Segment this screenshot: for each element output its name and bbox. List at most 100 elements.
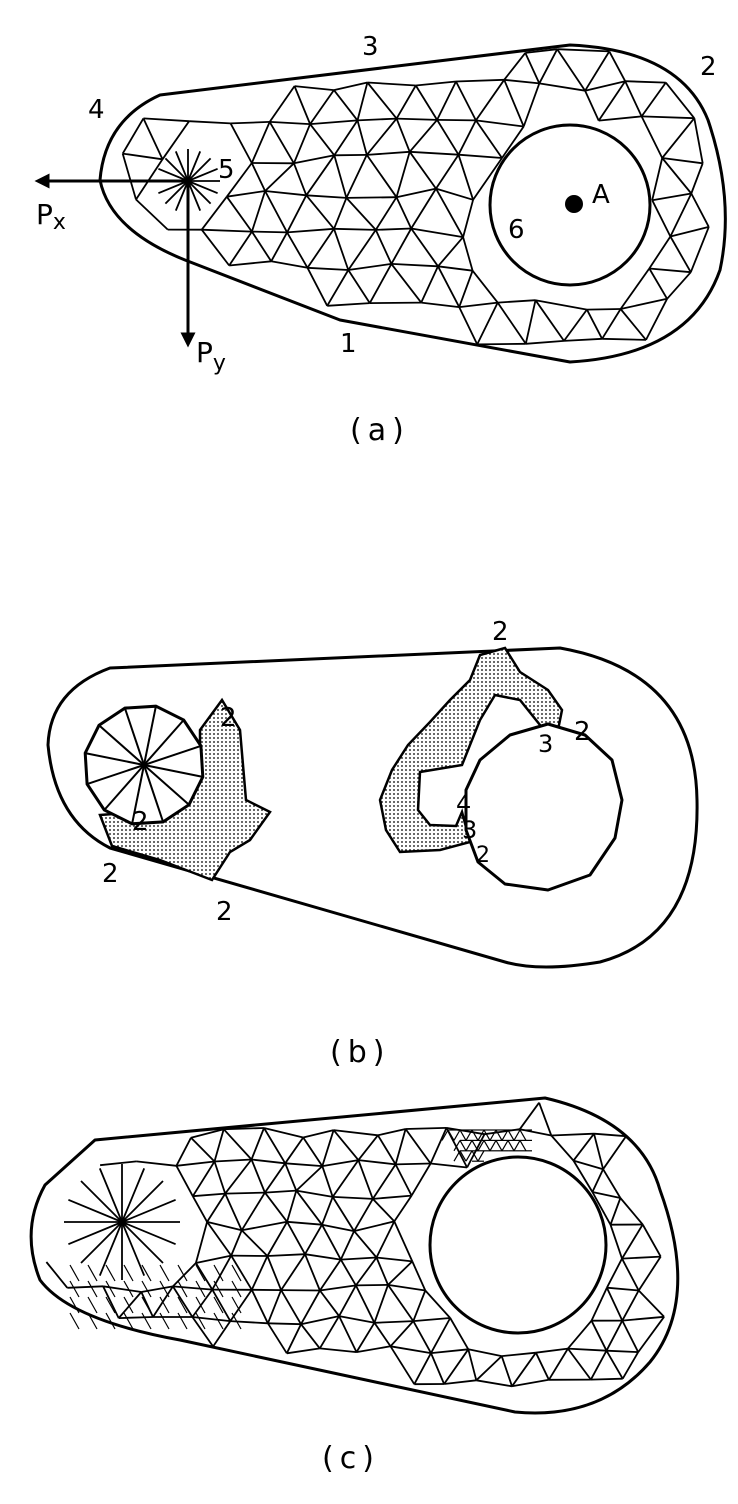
mesh-edge <box>195 1254 232 1264</box>
mesh-edge <box>319 1315 340 1349</box>
mesh-edge <box>608 50 626 82</box>
mesh-edge <box>226 162 253 198</box>
mesh-edge <box>390 263 422 304</box>
mesh-edge <box>293 123 311 164</box>
mesh-edge-fine <box>459 1150 467 1162</box>
mesh-edge-fine <box>105 1264 116 1282</box>
mesh-edge <box>331 1159 360 1198</box>
mesh-edge <box>345 154 368 199</box>
mesh-edge <box>172 1262 197 1288</box>
mesh-edge <box>394 1163 413 1197</box>
mesh-edge <box>496 302 527 345</box>
hub-spoke <box>143 706 157 766</box>
mesh-edge <box>175 1165 194 1197</box>
mesh-edge-fine <box>159 1296 170 1314</box>
mesh-edge <box>333 227 376 231</box>
mesh-edge <box>430 1317 451 1354</box>
mesh-edge <box>524 300 537 344</box>
mesh-edge <box>293 154 335 165</box>
hub-spoke <box>174 151 189 182</box>
hub-spoke <box>187 151 202 182</box>
mesh-edge <box>393 1195 413 1222</box>
mesh-edge <box>190 1128 224 1139</box>
mesh-edge <box>619 267 651 310</box>
hub-spoke <box>80 1180 123 1223</box>
mesh-edge <box>294 85 334 91</box>
mesh-edge <box>601 308 622 340</box>
mesh-edge <box>606 1287 624 1321</box>
mesh-edge <box>226 190 266 198</box>
mesh-edge <box>45 1261 68 1289</box>
mesh-edge-fine <box>87 1296 98 1314</box>
mesh-edge <box>355 1285 376 1324</box>
mesh-edge <box>296 1189 333 1198</box>
mesh-edge <box>519 1102 540 1130</box>
mesh-edge <box>602 1135 627 1170</box>
mesh-edge <box>475 119 503 159</box>
label-b-8: 4 <box>456 790 471 818</box>
mesh-edge <box>598 115 642 122</box>
mesh-edge <box>443 1348 470 1385</box>
mesh-edge <box>641 1224 662 1258</box>
mesh-edge <box>286 1347 320 1355</box>
mesh-edge <box>394 1128 407 1165</box>
mesh-edge <box>395 151 411 198</box>
caption-c: (c) <box>322 1441 380 1476</box>
panel-b: 2 2 2 2 2 2 3 2 4 3 2 (b) <box>46 617 699 1070</box>
mesh-edge <box>229 260 272 267</box>
mesh-edge <box>522 83 541 127</box>
mesh-edge <box>621 1255 661 1260</box>
label-b-10: 2 <box>476 843 490 868</box>
mesh-edge <box>250 1289 269 1324</box>
mesh-edge-fine <box>123 1264 134 1282</box>
mesh-edge <box>230 121 270 125</box>
mesh-edge <box>240 1192 266 1231</box>
mesh-edge <box>307 266 349 271</box>
mesh-edge <box>534 299 565 342</box>
mesh-edge <box>353 1198 374 1232</box>
mesh-edge <box>503 79 525 127</box>
mesh-edge <box>622 1315 665 1322</box>
label-b-0: 2 <box>492 617 509 647</box>
mesh-edge <box>621 1351 639 1380</box>
mesh-edge <box>525 48 558 54</box>
mesh-edge <box>347 229 377 271</box>
mesh-edge <box>268 121 295 164</box>
mesh-edge <box>475 1355 503 1381</box>
mesh-edge <box>535 1347 569 1354</box>
mesh-edge <box>306 194 347 199</box>
mesh-edge <box>280 1253 306 1291</box>
mesh-edge <box>333 155 348 199</box>
mesh-edge <box>412 1290 427 1322</box>
mesh-edge <box>584 50 611 92</box>
mesh-edge <box>500 1355 513 1387</box>
mesh-edge <box>652 192 692 202</box>
mesh-edge-fine <box>213 1312 224 1330</box>
mesh-edge <box>372 1194 412 1200</box>
mesh-edge <box>590 1287 608 1322</box>
mesh-edge-fine <box>495 1140 503 1152</box>
mesh-edge <box>430 1348 469 1354</box>
mesh-edge <box>665 82 696 119</box>
mesh-edge <box>333 119 359 156</box>
mesh-edge <box>572 1160 594 1193</box>
mesh-edge <box>302 1129 334 1139</box>
mesh-edge <box>118 1291 142 1319</box>
mesh-edge <box>346 196 397 199</box>
mesh-edge-fine <box>195 1296 206 1314</box>
hub-spoke <box>143 764 203 778</box>
mesh-edge <box>118 1316 154 1319</box>
mesh-edge-fine <box>177 1264 188 1282</box>
mesh-edge <box>376 1256 413 1263</box>
mesh-edge <box>413 1317 451 1322</box>
mesh-edge <box>333 197 348 230</box>
mesh-edge-fine <box>483 1129 491 1141</box>
mesh-edge <box>396 117 438 121</box>
mesh-edge <box>410 227 439 267</box>
mesh-edge <box>293 85 311 125</box>
mesh-edge <box>251 231 272 262</box>
caption-b: (b) <box>330 1035 390 1070</box>
mesh-edge <box>661 157 692 195</box>
mesh-edge <box>645 298 668 341</box>
mesh-edge <box>136 1160 177 1167</box>
